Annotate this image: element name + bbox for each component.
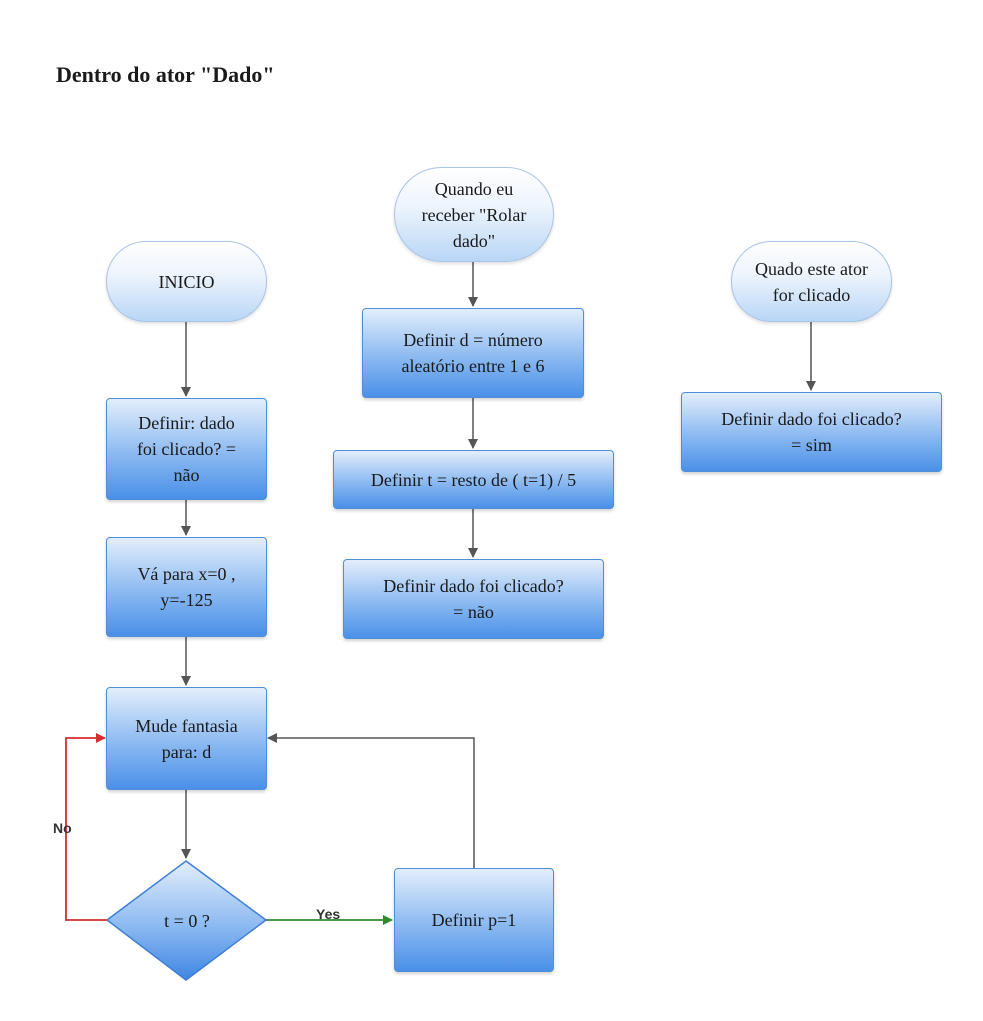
set-clicked-no-box-2: Definir dado foi clicado? = não <box>343 559 604 639</box>
decision-label: t = 0 ? <box>164 910 210 931</box>
start-terminal: INICIO <box>106 241 267 322</box>
receive-roll-terminal: Quando eu receber "Rolar dado" <box>394 167 554 262</box>
change-costume-box: Mude fantasia para: d <box>106 687 267 790</box>
arrow-loop-back <box>267 733 475 868</box>
when-clicked-terminal: Quado este ator for clicado <box>731 241 892 322</box>
set-t-remainder-box: Definir t = resto de ( t=1) / 5 <box>333 450 614 509</box>
decision-diamond <box>105 860 268 981</box>
go-to-position-box: Vá para x=0 , y=-125 <box>106 537 267 637</box>
yes-branch-label: Yes <box>316 906 341 922</box>
set-p-box: Definir p=1 <box>394 868 554 972</box>
no-branch-label: No <box>53 820 72 836</box>
diagram-title: Dentro do ator "Dado" <box>56 62 275 87</box>
set-clicked-no-box: Definir: dado foi clicado? = não <box>106 398 267 500</box>
set-clicked-yes-box: Definir dado foi clicado? = sim <box>681 392 942 472</box>
arrow-no-branch <box>65 733 107 921</box>
set-random-d-box: Definir d = número aleatório entre 1 e 6 <box>362 308 584 398</box>
